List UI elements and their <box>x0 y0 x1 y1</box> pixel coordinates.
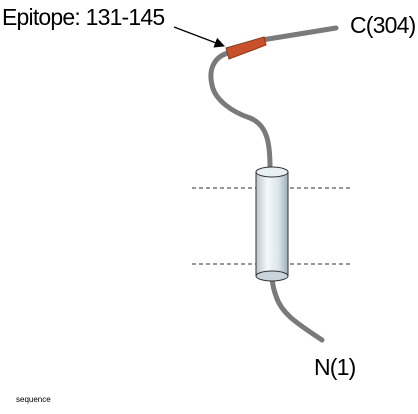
c-terminal-tail <box>259 25 339 43</box>
c-terminus-label: C(304) <box>350 12 416 38</box>
epitope-label: Epitope: 131-145 <box>2 4 164 30</box>
epitope-arrow <box>173 26 225 48</box>
epitope-segment <box>225 36 267 60</box>
c-terminal-strand <box>208 49 273 171</box>
n-terminus-label: N(1) <box>314 354 356 380</box>
transmembrane-helix <box>255 166 289 282</box>
caption-label: sequence <box>16 395 51 404</box>
